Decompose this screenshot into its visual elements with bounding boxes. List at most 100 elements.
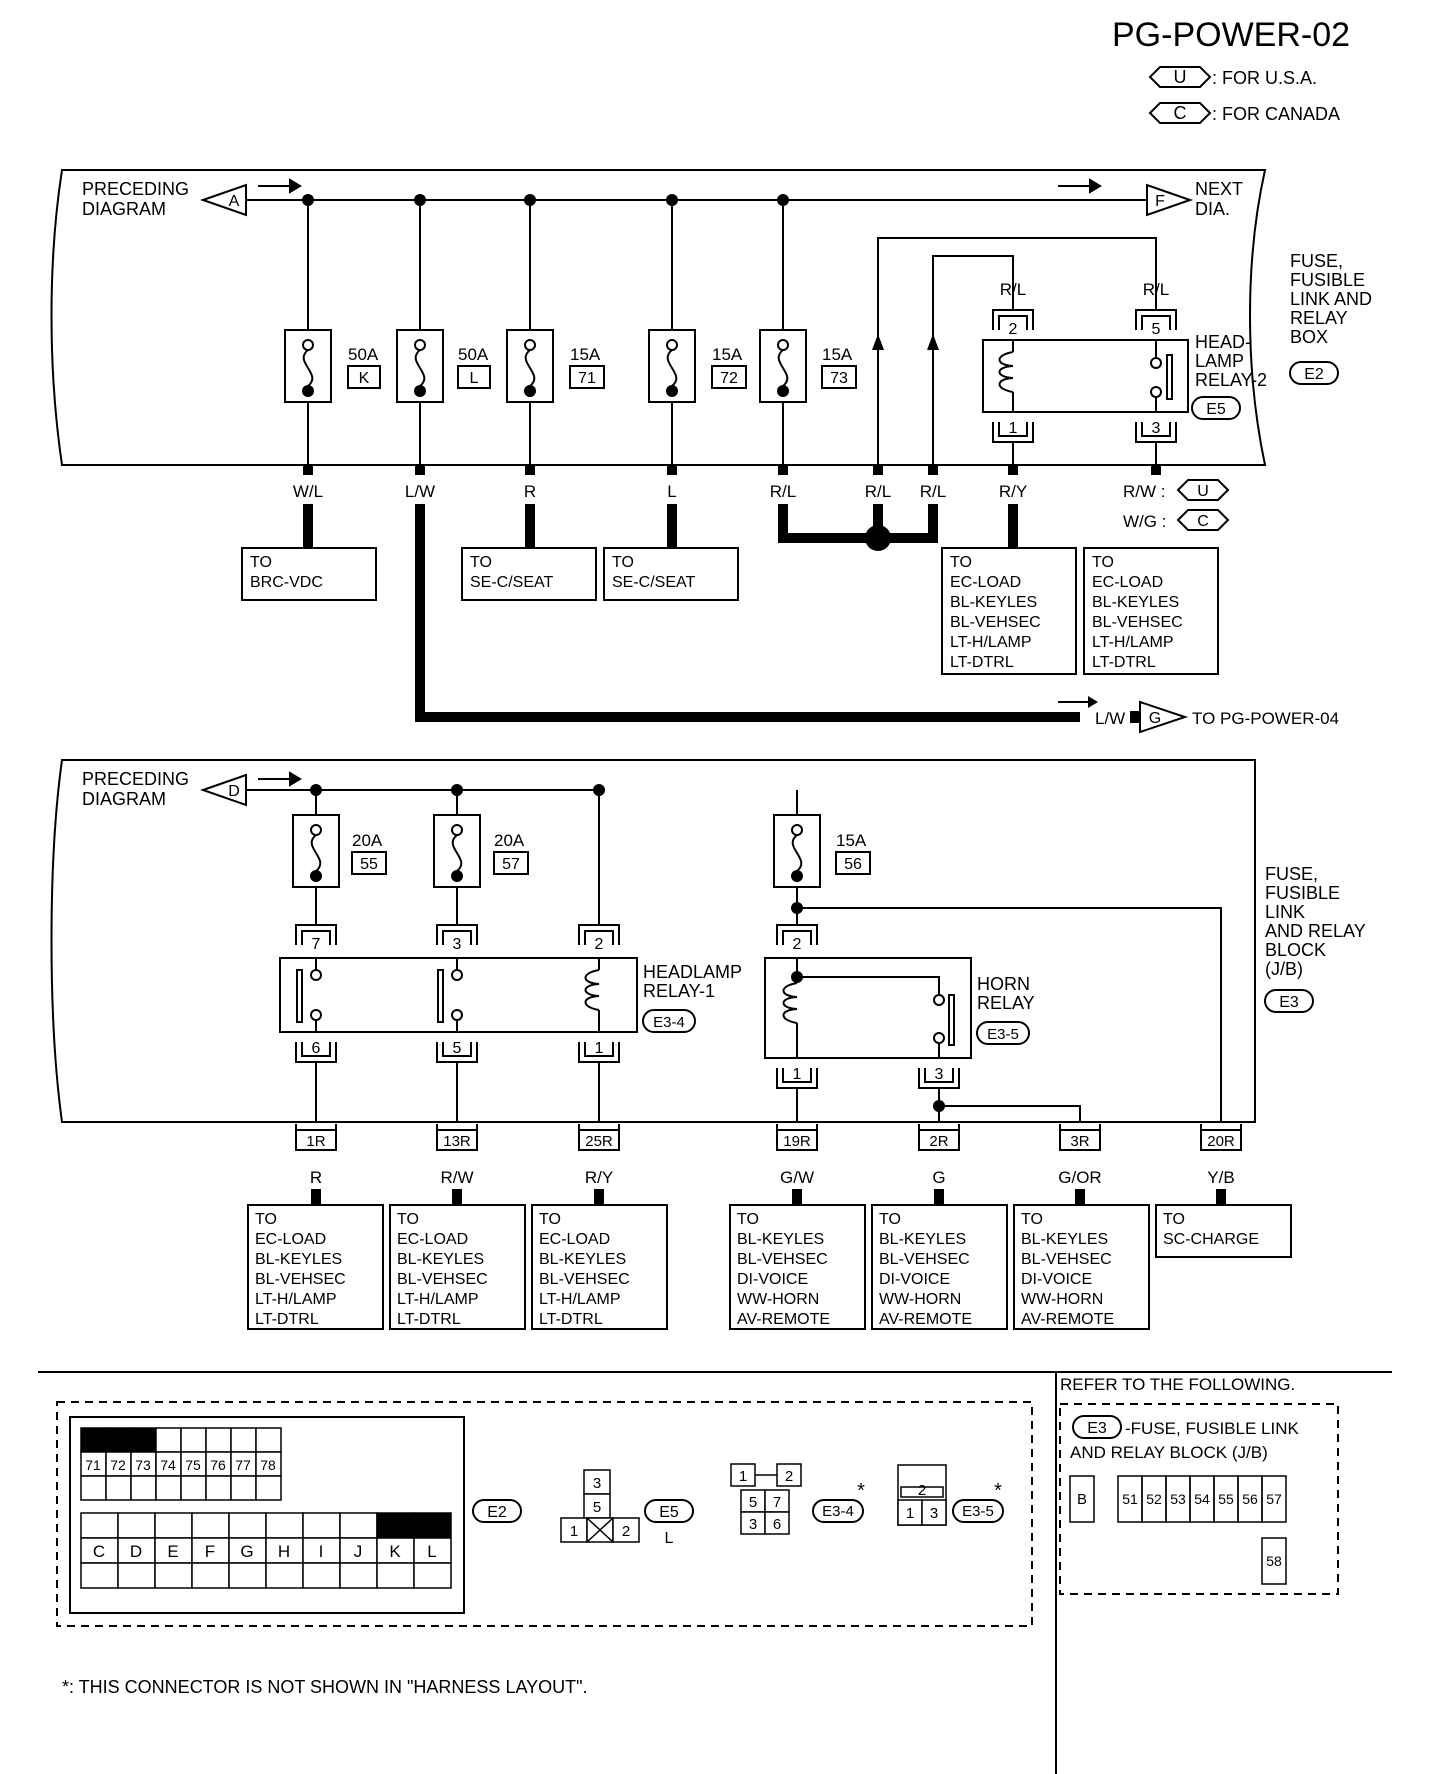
svg-text:FUSE,: FUSE, (1290, 251, 1343, 271)
svg-text:C: C (1197, 513, 1209, 530)
svg-text:D: D (130, 1542, 142, 1561)
refer-fuse-cell-labels: 51 52 53 54 55 56 57 58 (1122, 1491, 1282, 1569)
svg-text:3: 3 (453, 936, 462, 953)
bottom-output-pins (295, 1124, 1242, 1151)
top-harness-wires (303, 504, 1080, 722)
svg-text:76: 76 (210, 1457, 226, 1473)
svg-text:L: L (667, 482, 676, 501)
svg-text:L/W: L/W (1095, 709, 1125, 728)
svg-text:J: J (354, 1542, 363, 1561)
legend-canada-desc: : FOR CANADA (1212, 104, 1340, 124)
svg-text:56: 56 (844, 856, 862, 873)
top-box-outline (50, 169, 1267, 466)
legend-usa-desc: : FOR U.S.A. (1212, 68, 1317, 88)
svg-text:WW-HORN: WW-HORN (879, 1291, 961, 1308)
svg-text:1: 1 (906, 1505, 914, 1522)
svg-text:BL-KEYLES: BL-KEYLES (1021, 1231, 1108, 1248)
dest-r: TO EC-LOAD BL-KEYLES BL-VEHSEC LT-H/LAMP… (247, 1204, 384, 1330)
headlamp-relay-1: 7 3 2 6 5 1 (279, 924, 638, 1122)
legend-usa-code: U (1174, 67, 1187, 87)
e5-badge: E5 L (644, 1499, 694, 1547)
svg-text:2: 2 (1009, 321, 1018, 338)
svg-text:BL-KEYLES: BL-KEYLES (879, 1231, 966, 1248)
svg-text:13R: 13R (443, 1133, 471, 1150)
svg-text:RELAY-2: RELAY-2 (1195, 370, 1267, 390)
fuse-56: 15A 56 (773, 814, 871, 888)
bottom-block-label: FUSE, FUSIBLE LINK AND RELAY BLOCK (J/B)… (1264, 864, 1366, 1013)
svg-text:W/L: W/L (293, 482, 323, 501)
svg-text:D: D (228, 783, 240, 800)
svg-text:57: 57 (1266, 1491, 1282, 1507)
svg-text:73: 73 (135, 1457, 151, 1473)
svg-text:TO: TO (250, 554, 272, 571)
svg-text:TO: TO (470, 554, 492, 571)
svg-text:L: L (427, 1542, 436, 1561)
bottom-output-pin-labels: 1R 13R 25R 19R 2R 3R 20R (306, 1133, 1235, 1150)
svg-text:2: 2 (793, 936, 802, 953)
svg-text:G/W: G/W (780, 1168, 814, 1187)
fuse-l: 50A L (396, 194, 491, 465)
svg-text:E3: E3 (1087, 1420, 1107, 1437)
svg-text:2: 2 (785, 1468, 793, 1485)
relay2-label: HEAD- LAMP RELAY-2 E5 (1191, 332, 1267, 420)
svg-text:*: * (994, 1480, 1002, 1502)
svg-text:TO: TO (612, 554, 634, 571)
top-next-2: DIA. (1195, 199, 1230, 219)
legend-canada-code: C (1174, 103, 1187, 123)
svg-text:BLOCK: BLOCK (1265, 940, 1326, 960)
dest-se-c-seat-1: TO SE-C/SEAT (461, 547, 597, 601)
svg-text:E: E (167, 1542, 178, 1561)
svg-text:EC-LOAD: EC-LOAD (255, 1231, 326, 1248)
fuse-72: 15A 72 (648, 194, 747, 465)
svg-text:3: 3 (930, 1505, 938, 1522)
legend-canada: C : FOR CANADA (1148, 102, 1340, 124)
svg-text:TO: TO (1163, 1211, 1185, 1228)
svg-text:WW-HORN: WW-HORN (1021, 1291, 1103, 1308)
top-preceding-1: PRECEDING (82, 179, 189, 199)
svg-text:71: 71 (578, 370, 596, 387)
svg-text:1: 1 (570, 1523, 578, 1540)
top-terminals (303, 465, 1161, 475)
svg-text:LAMP: LAMP (1195, 351, 1244, 371)
svg-text:19R: 19R (783, 1133, 811, 1150)
svg-text:72: 72 (720, 370, 738, 387)
svg-text:E2: E2 (1304, 366, 1324, 383)
top-preceding-2: DIAGRAM (82, 199, 166, 219)
refer-b-cell: B (1069, 1475, 1095, 1523)
svg-text:20A: 20A (352, 831, 383, 850)
svg-text:AV-REMOTE: AV-REMOTE (1021, 1311, 1114, 1328)
svg-text:1R: 1R (306, 1133, 325, 1150)
svg-text:3: 3 (749, 1516, 757, 1533)
svg-text:75: 75 (185, 1457, 201, 1473)
e35-badge: E3-5 * (952, 1480, 1004, 1523)
horn-relay-label: HORN RELAY E3-5 (976, 974, 1035, 1045)
svg-text:BL-KEYLES: BL-KEYLES (397, 1251, 484, 1268)
bottom-harness-wires (311, 1189, 1226, 1205)
refer-desc-2: AND RELAY BLOCK (J/B) (1070, 1443, 1268, 1462)
footnote: *: THIS CONNECTOR IS NOT SHOWN IN "HARNE… (62, 1677, 588, 1697)
svg-text:3: 3 (593, 1475, 601, 1492)
svg-text:BL-VEHSEC: BL-VEHSEC (1092, 614, 1183, 631)
lw-out: L/W G TO PG-POWER-04 (1058, 696, 1339, 734)
relay2-in-wire-a: R/L (1000, 280, 1026, 299)
conn-in-d: D (199, 773, 247, 807)
svg-text:72: 72 (110, 1457, 126, 1473)
svg-text:15A: 15A (836, 831, 867, 850)
svg-text:2: 2 (622, 1523, 630, 1540)
fuse-57: 20A 57 (433, 814, 529, 888)
svg-text:5: 5 (749, 1494, 757, 1511)
bottom-wire-labels: R R/W R/Y G/W G G/OR Y/B (310, 1168, 1235, 1187)
dest-gw: TO BL-KEYLES BL-VEHSEC DI-VOICE WW-HORN … (729, 1204, 866, 1330)
svg-text:58: 58 (1266, 1553, 1282, 1569)
svg-text:BL-KEYLES: BL-KEYLES (737, 1231, 824, 1248)
svg-text:EC-LOAD: EC-LOAD (539, 1231, 610, 1248)
conn-out-f: F (1146, 183, 1194, 217)
e35-pins: 2 1 3 (906, 1482, 938, 1522)
svg-text:TO PG-POWER-04: TO PG-POWER-04 (1192, 709, 1339, 728)
relay2-in-wire-b: R/L (1143, 280, 1169, 299)
svg-text:C: C (93, 1542, 105, 1561)
svg-text:TO: TO (255, 1211, 277, 1228)
svg-text:G: G (240, 1542, 253, 1561)
svg-text:LINK: LINK (1265, 902, 1305, 922)
svg-text:HORN: HORN (977, 974, 1030, 994)
